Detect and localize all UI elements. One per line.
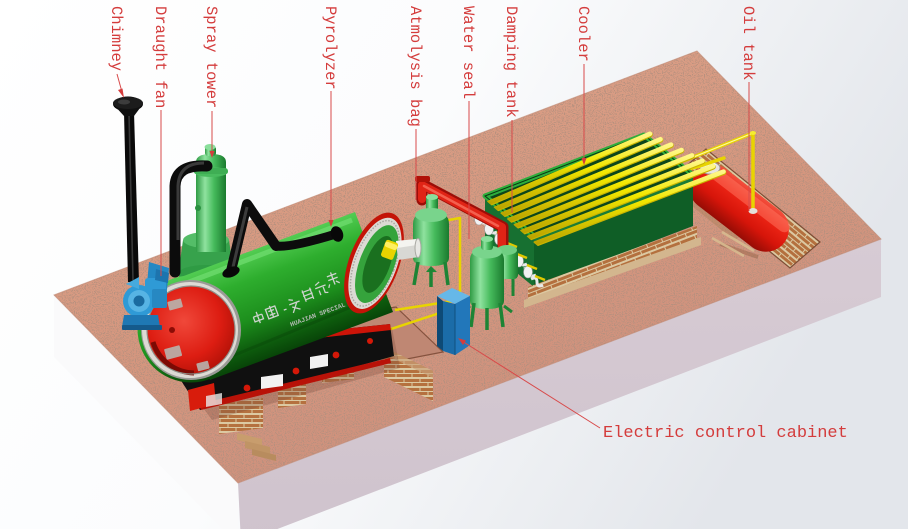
svg-text:Damping tank: Damping tank <box>502 6 520 118</box>
svg-text:Electric control cabinet: Electric control cabinet <box>603 424 848 443</box>
svg-text:Cooler: Cooler <box>574 6 592 62</box>
svg-text:Spray tower: Spray tower <box>202 6 220 108</box>
svg-text:Atmolysis bag: Atmolysis bag <box>406 6 424 127</box>
svg-text:Pyrolyzer: Pyrolyzer <box>321 6 339 90</box>
svg-text:Draught fan: Draught fan <box>151 6 169 108</box>
svg-text:Chimney: Chimney <box>107 6 125 71</box>
svg-text:Water seal: Water seal <box>459 6 477 99</box>
svg-text:Oil tank: Oil tank <box>739 6 757 80</box>
